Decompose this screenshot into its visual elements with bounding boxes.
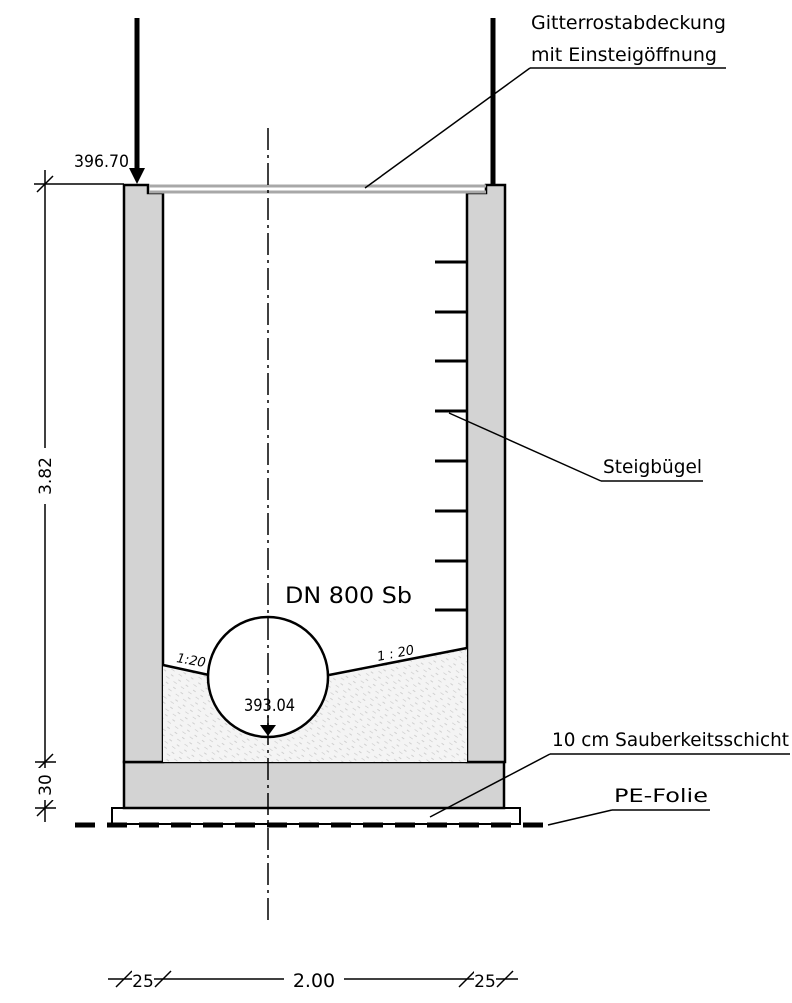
dim-tick — [154, 970, 172, 988]
label-blinding: 10 cm Sauberkeitsschicht — [552, 729, 789, 751]
dim-inner-width: 2.00 — [293, 970, 335, 992]
dim-gap — [474, 968, 496, 990]
dim-wall-left: 25 — [132, 972, 154, 992]
label-slope-right: 1 : 20 — [376, 643, 416, 665]
label-slope-left: 1:20 — [175, 651, 206, 671]
dim-base-gap — [36, 768, 54, 800]
right-wall — [465, 183, 507, 764]
label-steps: Steigbügel — [603, 456, 702, 478]
level-top: 396.70 — [74, 152, 129, 172]
leader-pe-foil — [547, 809, 613, 826]
benching-left-line — [162, 663, 210, 677]
label-pipe: DN 800 Sb — [285, 584, 412, 609]
level-invert: 393.04 — [244, 696, 295, 716]
dim-tick — [496, 970, 514, 988]
dim-tick — [36, 753, 54, 771]
invert-marker — [260, 725, 276, 736]
dim-wall-right: 25 — [474, 972, 496, 992]
dim-label-gap — [36, 448, 54, 504]
base-slab — [122, 760, 506, 810]
left-wall — [122, 183, 165, 764]
label-grating-line1: Gitterrostabdeckung — [531, 12, 726, 34]
benching-right-line — [328, 646, 468, 677]
label-grating-line2: mit Einsteigöffnung — [531, 44, 717, 66]
leader-grating — [364, 67, 531, 189]
dim-tick — [36, 799, 54, 817]
dim-base: 30 — [36, 774, 56, 796]
leader-blinding — [429, 753, 551, 818]
benching — [163, 648, 467, 762]
leader-steps — [448, 412, 602, 482]
dim-height: 3.82 — [36, 457, 56, 495]
dim-tick — [458, 970, 476, 988]
label-pe-foil: PE-Folie — [614, 785, 708, 807]
dim-gap — [132, 968, 154, 990]
dim-gap — [284, 968, 344, 990]
dim-tick — [36, 175, 54, 193]
blinding-layer — [111, 807, 521, 825]
top-arrowhead-left — [129, 168, 145, 184]
dim-tick — [115, 970, 133, 988]
